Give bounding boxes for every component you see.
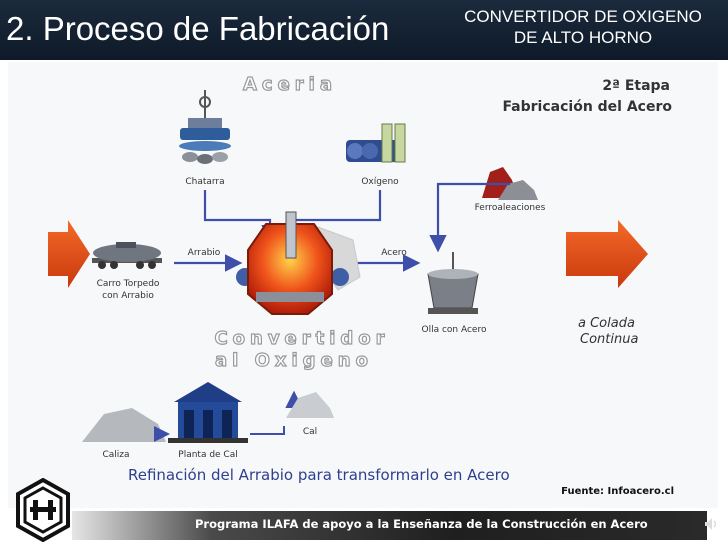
label-arrabio: Arrabio (188, 248, 221, 258)
label-planta: Planta de Cal (178, 450, 237, 460)
diagram-panel: Aceria 2ª Etapa Fabricación del Acero Ch… (8, 62, 718, 508)
stage-title: 2ª Etapa (602, 78, 670, 94)
source-credit: Fuente: Infoacero.cl (561, 486, 674, 497)
footer-bar (72, 511, 707, 540)
label-carro-line2: con Arrabio (102, 291, 154, 301)
label-colada-line1: a Colada (578, 316, 635, 331)
label-acero: Acero (381, 248, 407, 258)
label-caliza: Caliza (102, 450, 129, 460)
footer-text: Programa ILAFA de apoyo a la Enseñanza d… (195, 517, 648, 531)
label-chatarra: Chatarra (185, 177, 224, 187)
area-title: Aceria (243, 74, 337, 95)
ladle-icon (427, 252, 479, 314)
oxygen-tank-icon (346, 123, 406, 163)
ilafa-logo-icon (16, 478, 70, 542)
slide-title: 2. Proceso de Fabricación (6, 10, 390, 47)
label-carro-line1: Carro Torpedo (97, 279, 160, 289)
label-convertidor-line2: al Oxigeno (215, 350, 373, 371)
lime-pile-icon (286, 392, 334, 418)
arrow-planta-to-cal (250, 426, 285, 435)
label-olla: Olla con Acero (422, 325, 487, 335)
title-bar: 2. Proceso de Fabricación CONVERTIDOR DE… (0, 0, 728, 60)
refinacion-caption: Refinación del Arrabio para transformarl… (128, 466, 510, 484)
subtitle-line-2: DE ALTO HORNO (513, 28, 653, 47)
converter-icon (236, 211, 361, 315)
footer: Programa ILAFA de apoyo a la Enseñanza d… (0, 478, 728, 546)
steelmaking-diagram: Aceria 2ª Etapa Fabricación del Acero Ch… (48, 73, 674, 497)
label-convertidor-line1: Convertidor (214, 328, 389, 349)
label-cal: Cal (303, 427, 317, 437)
lime-plant-icon (168, 382, 248, 443)
arrow-ferroaleaciones-to-olla (429, 182, 510, 253)
output-arrow-icon (566, 220, 648, 288)
subtitle-line-1: CONVERTIDOR DE OXIGENO (464, 7, 702, 26)
stage-subtitle: Fabricación del Acero (502, 99, 672, 115)
limestone-pile-icon (82, 408, 166, 442)
scrap-crane-icon (179, 90, 231, 164)
torpedo-car-icon (92, 242, 162, 269)
speaker-icon[interactable] (703, 516, 719, 532)
input-arrow-icon (48, 220, 90, 288)
slide-subtitle: CONVERTIDOR DE OXIGENO DE ALTO HORNO (438, 6, 728, 48)
label-colada-line2: Continua (580, 332, 638, 347)
label-oxigeno: Oxígeno (361, 177, 399, 187)
label-ferroaleaciones: Ferroaleaciones (475, 203, 546, 213)
